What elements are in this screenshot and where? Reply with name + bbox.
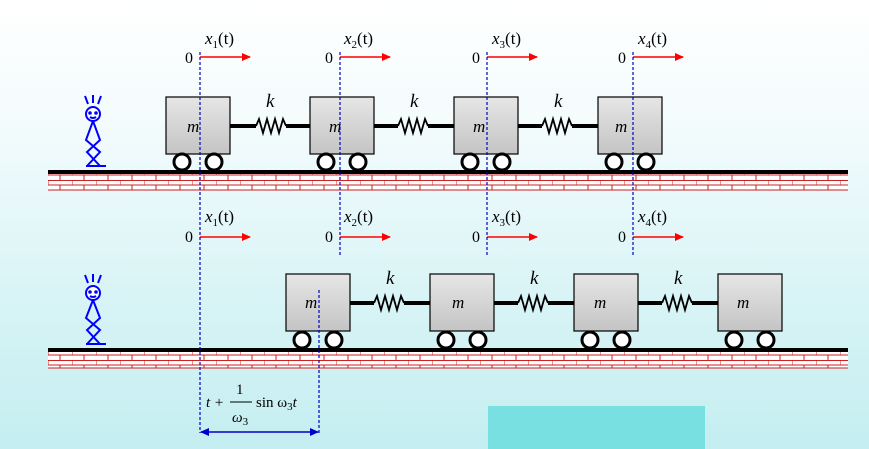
mass-cart-4: m: [597, 96, 663, 172]
formula-suffix: sin ω3t: [256, 395, 298, 413]
ground-track-top: [48, 170, 848, 191]
svg-text:t +: t +: [206, 395, 224, 411]
spring-2: [374, 115, 454, 137]
svg-text:m: m: [615, 117, 627, 136]
displacement-label-2-b: x2(t): [343, 207, 373, 229]
svg-text:x2(t): x2(t): [343, 207, 373, 229]
spring-label-2-b: k: [530, 268, 539, 289]
spring-label-1: k: [266, 91, 275, 112]
svg-text:x2(t): x2(t): [343, 29, 373, 51]
top-row: x1(t) x2(t) x3(t) x4(t) 0 0 0 0: [48, 29, 848, 191]
svg-text:m: m: [737, 293, 749, 312]
svg-text:x3(t): x3(t): [491, 207, 521, 229]
reference-lines: [199, 52, 634, 433]
ground-track-bottom: [48, 348, 848, 369]
shift-formula: t + 1 ω3 sin ω3t: [206, 382, 298, 428]
svg-text:m: m: [473, 117, 485, 136]
spring-3-b: [638, 292, 718, 314]
origin-label-3: 0: [472, 50, 480, 67]
spring-1: [230, 115, 310, 137]
mass-cart-2: m: [309, 96, 375, 172]
origin-label-3-b: 0: [472, 229, 480, 246]
origin-label-2: 0: [325, 50, 333, 67]
spring-label-3-b: k: [674, 268, 683, 289]
displacement-label-1-b: x1(t): [204, 207, 234, 229]
displacement-label-3-b: x3(t): [491, 207, 521, 229]
mass-cart-1: m: [165, 96, 231, 172]
mass-cart-1-b: m: [285, 273, 351, 350]
formula-denominator: ω3: [232, 410, 249, 428]
mass-cart-3: m: [453, 96, 519, 172]
mass-cart-3-b: m: [573, 273, 639, 350]
highlight-box: [488, 406, 705, 449]
svg-text:m: m: [305, 293, 317, 312]
origin-label-4-b: 0: [618, 229, 626, 246]
formula-numerator: 1: [236, 382, 244, 398]
origin-label-1: 0: [185, 50, 193, 67]
displacement-label-3: x3(t): [491, 29, 521, 51]
displacement-label-1: x1(t): [204, 29, 234, 51]
mass-cart-4-b: m: [717, 273, 783, 350]
displacement-label-4: x4(t): [637, 29, 667, 51]
observer-figure-bottom: [84, 274, 106, 345]
displacement-label-2: x2(t): [343, 29, 373, 51]
observer-figure-top: [84, 95, 106, 167]
origin-label-1-b: 0: [185, 229, 193, 246]
svg-text:x3(t): x3(t): [491, 29, 521, 51]
svg-text:x1(t): x1(t): [204, 29, 234, 51]
spring-label-1-b: k: [386, 268, 395, 289]
spring-2-b: [494, 292, 574, 314]
svg-text:m: m: [594, 293, 606, 312]
bottom-row: x1(t) x2(t) x3(t) x4(t) 0 0 0 0: [48, 207, 848, 369]
origin-label-2-b: 0: [325, 229, 333, 246]
svg-text:x4(t): x4(t): [637, 29, 667, 51]
mass-cart-2-b: m: [429, 273, 495, 350]
origin-label-4: 0: [618, 50, 626, 67]
spring-1-b: [350, 292, 430, 314]
svg-text:m: m: [452, 293, 464, 312]
spring-3: [518, 115, 598, 137]
spring-label-3: k: [554, 91, 563, 112]
svg-text:m: m: [187, 117, 199, 136]
svg-text:m: m: [329, 117, 341, 136]
displacement-label-4-b: x4(t): [637, 207, 667, 229]
svg-text:x1(t): x1(t): [204, 207, 234, 229]
spring-label-2: k: [410, 91, 419, 112]
svg-text:x4(t): x4(t): [637, 207, 667, 229]
